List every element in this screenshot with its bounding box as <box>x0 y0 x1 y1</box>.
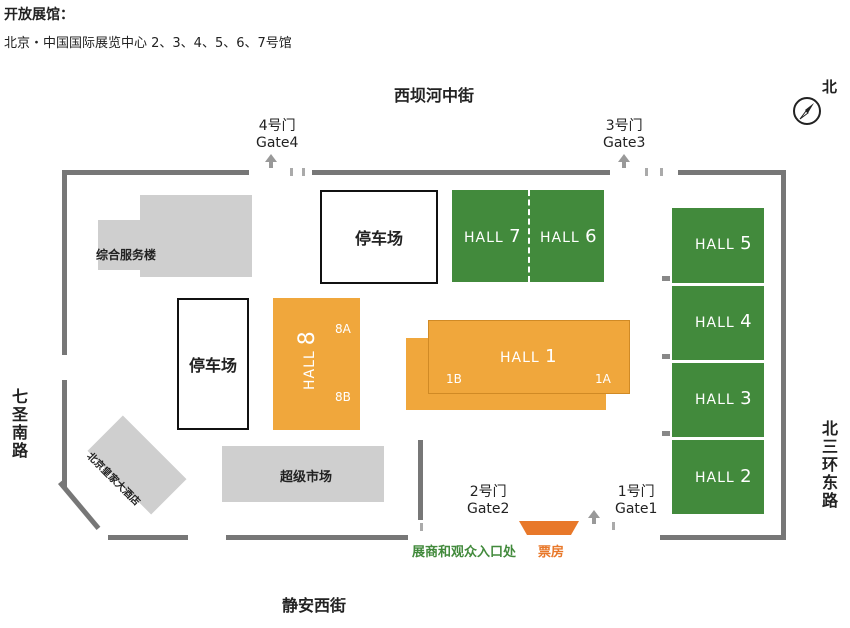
gate1-en: Gate1 <box>615 501 658 517</box>
gate1-marker <box>612 522 615 530</box>
entrance-label: 展商和观众入口处 <box>412 545 517 560</box>
wall-south-center <box>226 535 408 540</box>
street-south: 静安西街 <box>282 596 347 615</box>
hall-5[interactable] <box>672 208 764 283</box>
gate1-cn: 1号门 <box>617 484 655 500</box>
wall-gate2-left <box>418 440 423 520</box>
hall-8[interactable] <box>273 298 360 430</box>
hall-6-label[interactable]: HALL 6 <box>540 226 598 247</box>
hall-8b-label: 8B <box>335 390 351 404</box>
service-building-label: 综合服务楼 <box>96 248 157 262</box>
compass-icon <box>792 96 822 126</box>
hall-4[interactable] <box>672 286 764 360</box>
compass-label: 北 <box>822 78 838 96</box>
street-east: 北三环东路 <box>819 420 838 510</box>
hall-3-label: HALL 3 <box>695 388 753 409</box>
gate3-en: Gate3 <box>603 135 646 151</box>
gate4-arrow-icon <box>265 154 277 168</box>
gate1-label: 1号门 Gate1 <box>615 484 657 518</box>
hall-1-label: HALL 1 <box>500 346 558 367</box>
parking-left: 停车场 <box>177 298 249 430</box>
gate3-label: 3号门 Gate3 <box>603 118 645 152</box>
parking-left-label: 停车场 <box>188 356 237 375</box>
wall-southwest-corner <box>58 480 101 530</box>
gate4-label: 4号门 Gate4 <box>256 118 298 152</box>
hall-3-2-connector <box>662 431 670 436</box>
page-title: 开放展馆： <box>4 7 74 23</box>
gate2-label: 2号门 Gate2 <box>467 484 509 518</box>
hall-2[interactable] <box>672 440 764 514</box>
gate2-cn: 2号门 <box>469 484 507 500</box>
ticket-office-label: 票房 <box>538 545 565 560</box>
hall-8-label: HALL 8 <box>295 331 320 390</box>
gate4-cn: 4号门 <box>258 118 296 134</box>
gate3-cn: 3号门 <box>605 118 643 134</box>
hall-1[interactable] <box>428 320 630 394</box>
hall-4-label: HALL 4 <box>695 311 753 332</box>
service-building-wing <box>98 220 148 270</box>
hall-7-6-divider <box>528 190 530 282</box>
gate4-en: Gate4 <box>256 135 299 151</box>
gate2-en: Gate2 <box>467 501 510 517</box>
gate1-arrow-icon <box>588 510 600 524</box>
wall-south-east <box>660 535 786 540</box>
ticket-office-building <box>519 520 579 535</box>
wall-north-west <box>62 170 249 175</box>
gate4-marker <box>290 168 293 176</box>
hall-1a-label: 1A <box>595 372 611 386</box>
wall-east <box>781 170 786 535</box>
wall-north-east <box>678 170 786 175</box>
gate4-marker <box>302 168 305 176</box>
hall-5-label: HALL 5 <box>695 233 753 254</box>
hall-7-label[interactable]: HALL 7 <box>464 226 522 247</box>
gate3-arrow-icon <box>618 154 630 168</box>
supermarket-building <box>222 446 384 502</box>
service-building <box>140 195 252 277</box>
gate3-marker <box>660 168 663 176</box>
wall-west-upper <box>62 170 67 355</box>
parking-top-label: 停车场 <box>354 229 403 248</box>
hall-8a-label: 8A <box>335 322 351 336</box>
wall-west-lower <box>62 380 67 488</box>
hall-3[interactable] <box>672 363 764 437</box>
street-north: 西坝河中街 <box>394 86 475 105</box>
street-west: 七圣南路 <box>9 388 28 460</box>
gate2-marker <box>420 523 423 531</box>
parking-top: 停车场 <box>320 190 438 284</box>
wall-south-west <box>108 535 188 540</box>
supermarket-label: 超级市场 <box>280 470 333 485</box>
wall-north-center <box>312 170 610 175</box>
gate3-marker <box>645 168 648 176</box>
hall-1b-label: 1B <box>446 372 462 386</box>
hall-5-4-connector <box>662 276 670 281</box>
hall-4-3-connector <box>662 354 670 359</box>
hall-2-label: HALL 2 <box>695 466 753 487</box>
page-subtitle: 北京・中国国际展览中心 2、3、4、5、6、7号馆 <box>4 36 292 51</box>
